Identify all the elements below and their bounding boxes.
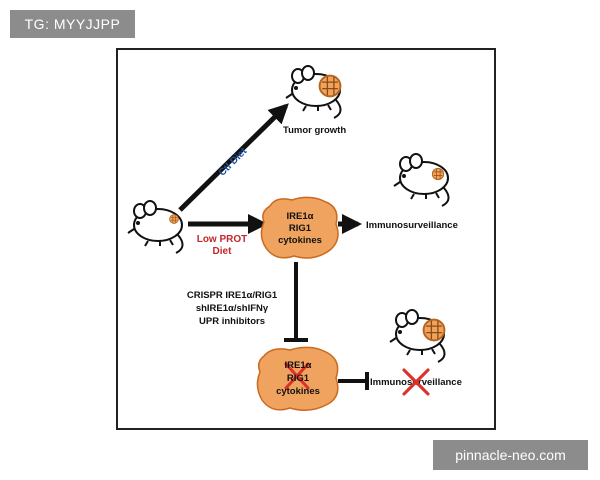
inhib-line2: shIRE1α/shIFNγ	[196, 303, 269, 314]
cell-bottom-line1: IRE1α	[285, 360, 312, 371]
watermark: pinnacle-neo.com	[433, 440, 588, 470]
label-immuno-top: Immunosurveillance	[366, 220, 458, 231]
mouse-middle	[393, 153, 450, 207]
cell-bottom-line3: cytokines	[276, 386, 320, 397]
cell-top-line1: IRE1α	[287, 211, 314, 222]
label-tumor-growth: Tumor growth	[283, 125, 346, 136]
label-ctl-diet: Ctl Diet	[217, 146, 250, 179]
arrow-ctl-diet	[178, 103, 289, 212]
cell-top-line3: cytokines	[278, 235, 322, 246]
cell-top-line2: RIG1	[289, 223, 312, 234]
label-low-prot: Low PROT	[197, 234, 248, 245]
cell-bottom-line2: RIG1	[287, 373, 310, 384]
mouse-left	[127, 200, 184, 254]
mouse-top	[285, 65, 342, 119]
inhib-line3: UPR inhibitors	[199, 316, 265, 327]
cross-immuno-overlay	[402, 368, 430, 396]
tg-label: TG: MYYJJPP	[10, 10, 135, 38]
label-low-prot-diet: Diet	[213, 246, 233, 257]
cell-top	[260, 196, 339, 259]
diagram-frame	[116, 48, 496, 430]
inhib-line1: CRISPR IRE1α/RIG1	[187, 290, 278, 301]
mouse-bottom	[389, 309, 446, 363]
cross-cell	[284, 362, 310, 390]
